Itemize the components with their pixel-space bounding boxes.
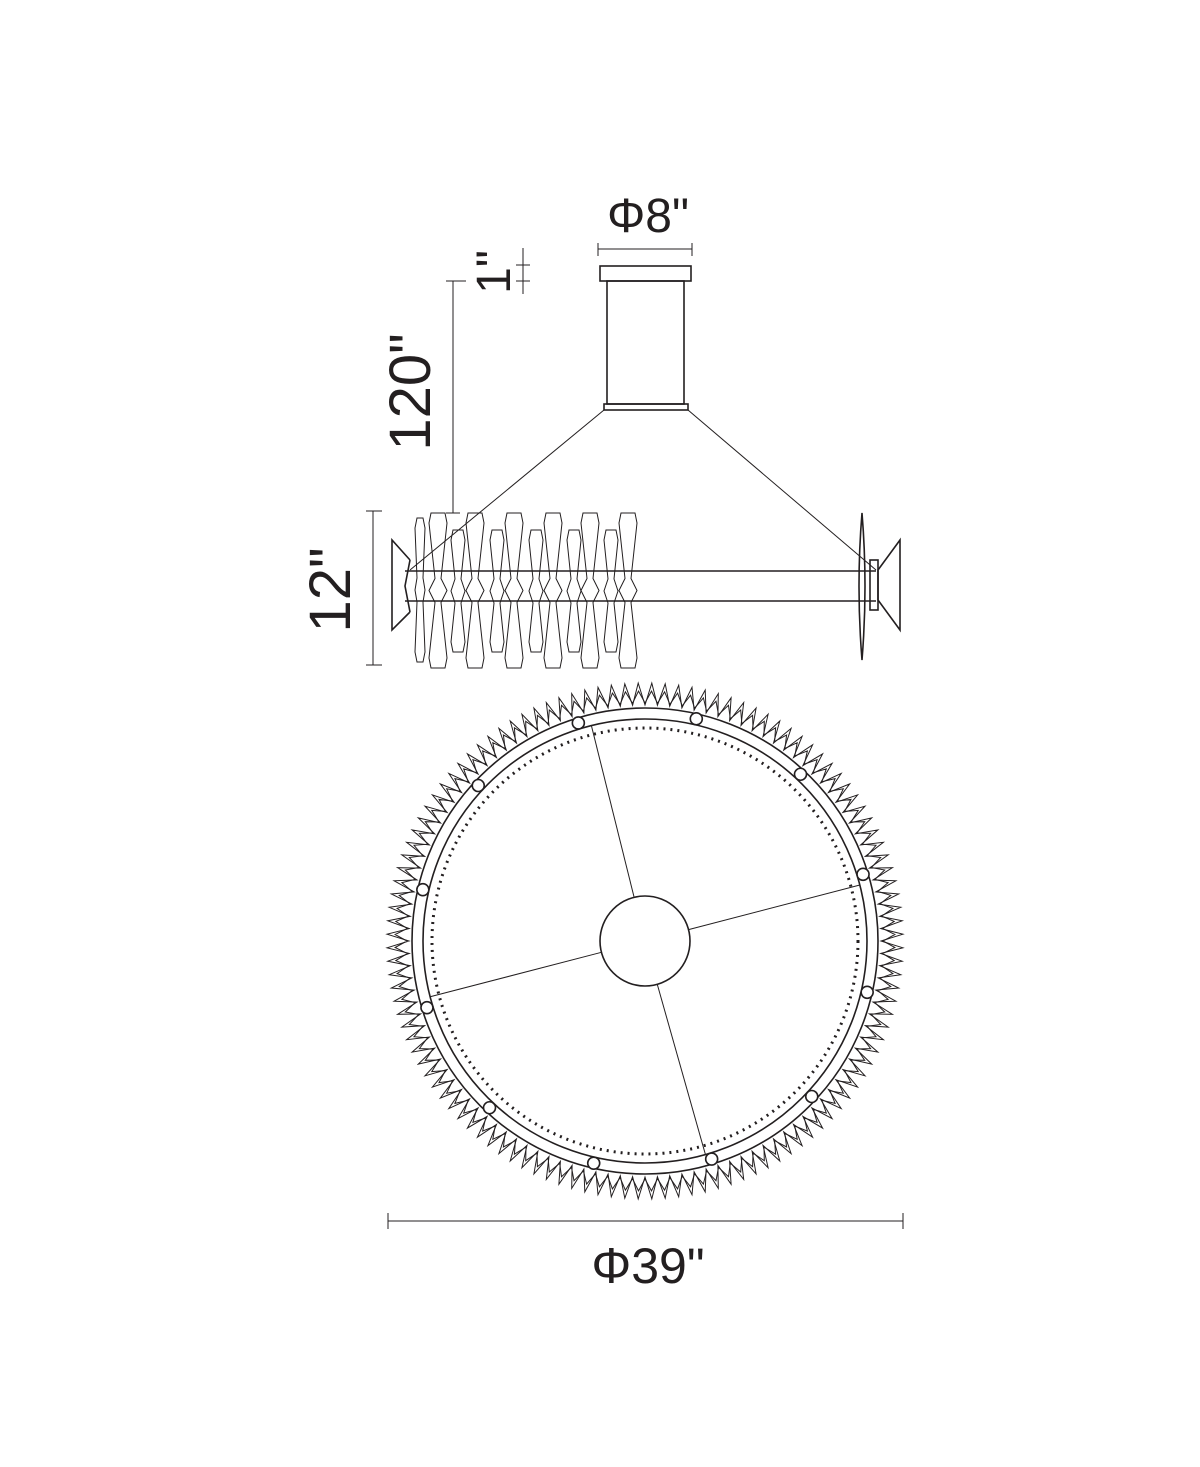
dim-canopy-diameter: Φ8" [597, 190, 693, 256]
overall-drop-label: 120" [378, 333, 443, 450]
canopy [599, 265, 692, 282]
bulb [586, 1156, 601, 1170]
crystal [465, 512, 485, 669]
dim-overall-drop: 120" [378, 280, 466, 514]
bulb [704, 1152, 719, 1166]
canopy-diameter-label: Φ8" [607, 190, 689, 243]
crystal [618, 512, 638, 669]
bulb [689, 712, 704, 726]
crystal-row [414, 512, 638, 669]
canopy-height-label: 1" [468, 250, 521, 294]
collar [603, 403, 689, 411]
bulb [482, 1100, 497, 1115]
dim-canopy-height: 1" [468, 248, 530, 294]
stem [606, 280, 685, 405]
right-end-cone [877, 537, 901, 633]
crystal-teeth [385, 681, 905, 1201]
spoke [429, 951, 602, 998]
bulb [471, 778, 486, 793]
bulb [856, 867, 870, 882]
spoke [688, 884, 860, 931]
crystal [528, 529, 544, 653]
crystal [428, 512, 448, 669]
right-end-disc [858, 512, 866, 661]
bulb [571, 716, 586, 730]
crystal [489, 529, 505, 653]
bulb [416, 882, 430, 897]
spoke [656, 984, 706, 1155]
bulbs [416, 712, 874, 1170]
spokes [429, 725, 860, 1155]
center-hub [599, 895, 691, 987]
crystal [580, 512, 600, 669]
crystal [603, 529, 619, 653]
spoke [590, 725, 635, 898]
top-view [385, 681, 905, 1201]
crystal [566, 529, 582, 653]
crystal [450, 529, 466, 653]
left-end-cone [391, 537, 411, 632]
bead-ring [430, 726, 860, 1156]
outer-ring [411, 707, 879, 1175]
crystal [504, 512, 524, 669]
support-wire-right [687, 409, 877, 571]
dim-fixture-height: 12" [298, 510, 382, 666]
bulb [420, 1000, 434, 1015]
crystal [543, 512, 563, 669]
side-view [391, 265, 901, 669]
crystal-teeth-ring [385, 681, 905, 1201]
bulb [804, 1089, 819, 1104]
dim-fixture-diameter: Φ39" [387, 1213, 904, 1294]
bulb [793, 767, 808, 782]
fixture-height-label: 12" [298, 547, 363, 632]
crystal [414, 517, 426, 663]
inner-ring [422, 718, 868, 1164]
crystal-teeth-inner [394, 690, 896, 1192]
support-wire-left [409, 409, 605, 571]
bulb [860, 985, 874, 1000]
right-connector [869, 559, 879, 611]
fixture-diameter-label: Φ39" [591, 1238, 704, 1294]
